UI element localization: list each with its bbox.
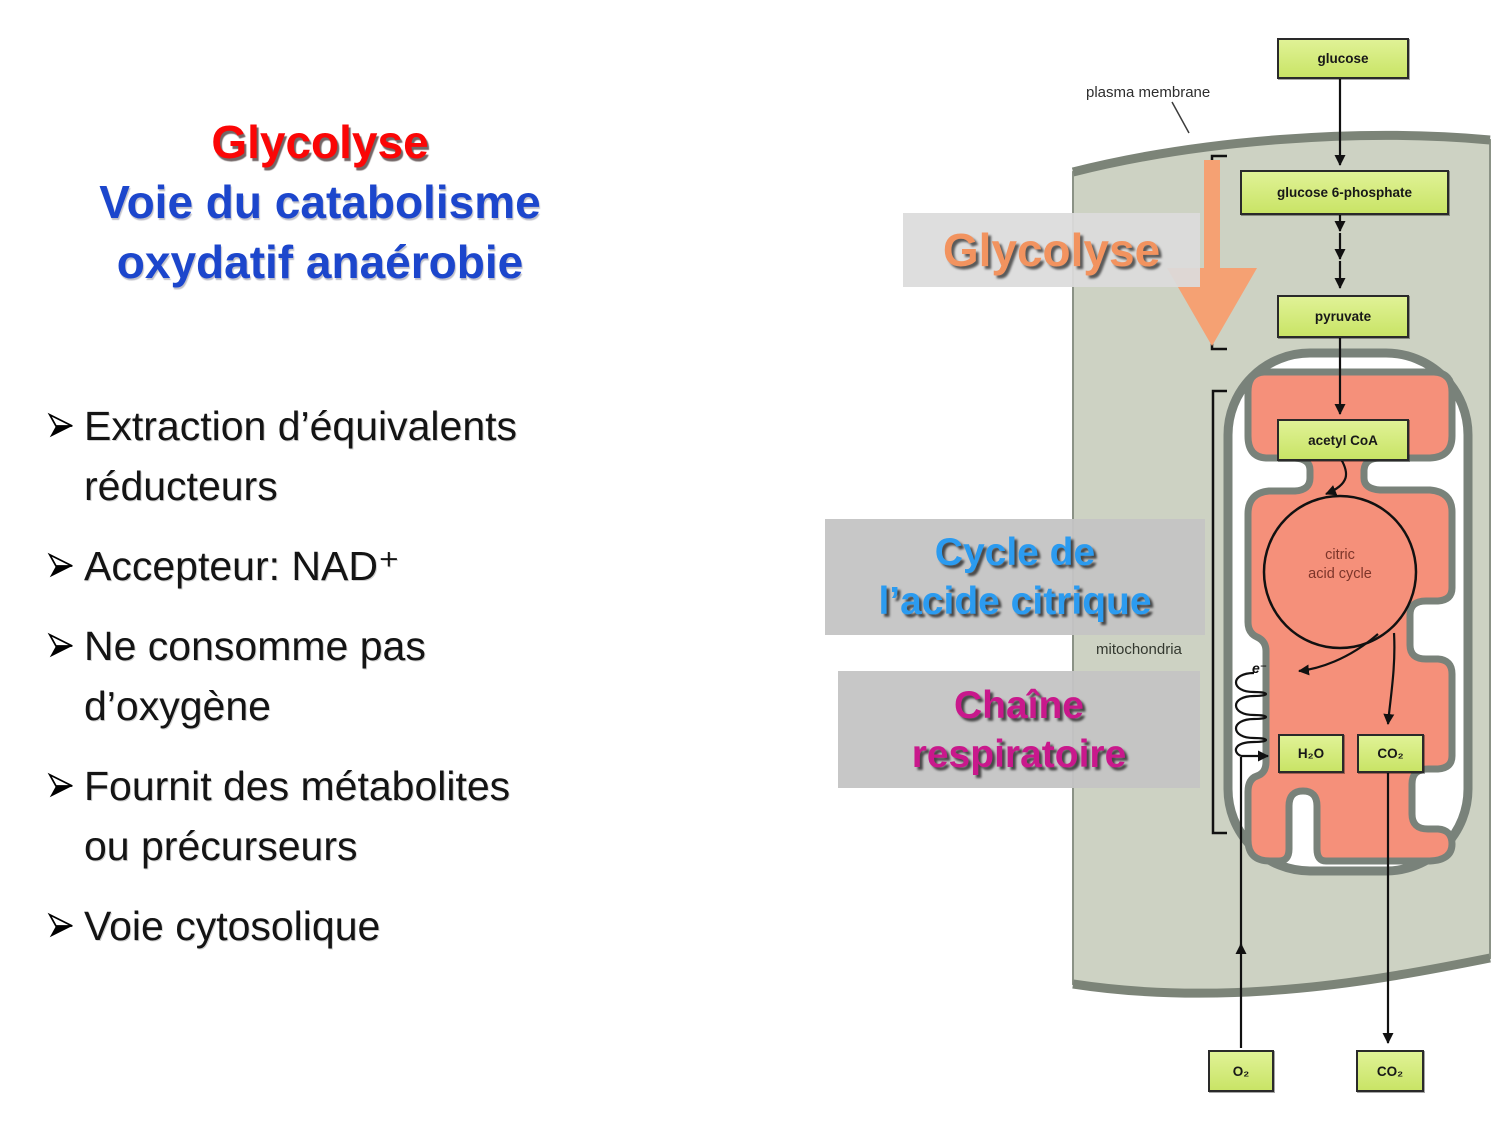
acetyl-coa-box: acetyl CoA	[1277, 419, 1409, 461]
bullet-text: Accepteur: NAD⁺	[84, 543, 400, 589]
plasma-membrane-bottom-band	[1072, 953, 1491, 998]
bullet-text: Extraction d’équivalents réducteurs	[84, 403, 518, 509]
citric-acid-cycle-label: citric acid cycle	[1308, 547, 1372, 582]
bullet-text: Fournit des métabolites ou précurseurs	[84, 763, 511, 869]
bullet-item: Voie cytosolique	[46, 896, 726, 956]
citric-cycle-overlay-label: Cycle de l’acide citrique	[825, 519, 1205, 635]
co2-box-mito: CO₂	[1357, 734, 1424, 773]
glucose-box: glucose	[1277, 38, 1409, 79]
cycle-to-electron-arrow	[1298, 633, 1379, 676]
title-block: Glycolyse Voie du catabolisme oxydatif a…	[0, 112, 640, 292]
bullet-text: Voie cytosolique	[84, 903, 381, 949]
arrow-bullet-icon	[47, 772, 73, 798]
respiratory-chain-overlay-label: Chaîne respiratoire	[838, 671, 1200, 788]
arrow-bullet-icon	[47, 412, 73, 438]
electron-label: e⁻	[1252, 660, 1268, 676]
arrow-bullet-icon	[47, 632, 73, 658]
citric-acid-cycle-circle	[1262, 494, 1418, 650]
bullet-item: Fournit des métabolites ou précurseurs	[46, 756, 726, 876]
cycle-to-co2-arrow	[1383, 632, 1396, 725]
arrow-bullet-icon	[47, 552, 73, 578]
mitochondria-label: mitochondria	[1096, 641, 1182, 658]
page-subtitle: Voie du catabolisme oxydatif anaérobie	[99, 176, 541, 288]
o2-box: O₂	[1208, 1050, 1274, 1092]
arrow-bullet-icon	[47, 912, 73, 938]
glycolysis-overlay-label: Glycolyse	[903, 213, 1200, 287]
plasma-membrane-pointer-line	[1171, 101, 1190, 134]
acetylcoa-to-cycle-arrow	[1325, 458, 1348, 496]
bullet-item: Accepteur: NAD⁺	[46, 536, 726, 596]
mitochondria-bracket	[1211, 389, 1227, 835]
plasma-membrane-label: plasma membrane	[1086, 84, 1211, 101]
bullet-item: Ne consomme pas d’oxygène	[46, 616, 726, 736]
h2o-box: H₂O	[1278, 734, 1344, 773]
pyruvate-box: pyruvate	[1277, 295, 1409, 338]
bullet-list: Extraction d’équivalents réducteurs Acce…	[46, 396, 726, 976]
co2-box-bottom: CO₂	[1356, 1050, 1424, 1092]
respiratory-chain-squiggle	[1234, 671, 1268, 758]
bullet-text: Ne consomme pas d’oxygène	[84, 623, 426, 729]
plasma-membrane-top-band	[1071, 130, 1491, 177]
bullet-item: Extraction d’équivalents réducteurs	[46, 396, 726, 516]
glucose-6-phosphate-box: glucose 6-phosphate	[1240, 170, 1449, 215]
glycolysis-arrow	[1167, 160, 1257, 346]
page-title: Glycolyse	[211, 116, 429, 168]
